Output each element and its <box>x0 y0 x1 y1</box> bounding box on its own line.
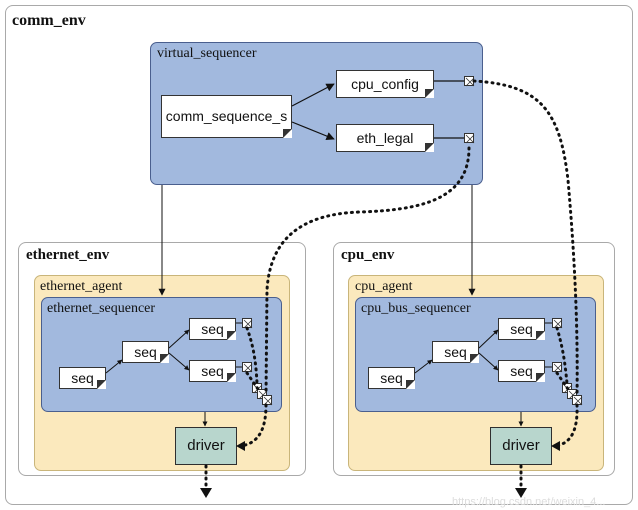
ethernet-seq-top-note: seq <box>189 318 236 340</box>
note-fold <box>227 331 236 340</box>
ethernet-seq-mid-note: seq <box>122 341 169 363</box>
watermark: https://blog.csdn.net/weixin_4... <box>452 496 606 508</box>
note-fold <box>536 373 545 382</box>
note-fold <box>160 354 169 363</box>
note-fold <box>406 380 415 389</box>
cpu-env-title: cpu_env <box>341 247 395 263</box>
note-fold <box>536 331 545 340</box>
eth-legal-note: eth_legal <box>336 124 434 152</box>
cpu-config-label: cpu_config <box>351 76 419 92</box>
cpu-seq-top-note: seq <box>498 318 545 340</box>
ethernet-seq-bottom-note: seq <box>189 360 236 382</box>
virtual-sequencer-title: virtual_sequencer <box>157 46 257 61</box>
seq-label: seq <box>134 344 157 360</box>
ethernet-driver-box: driver <box>175 427 237 465</box>
ethernet-export-port-icon <box>262 395 273 406</box>
note-fold <box>425 143 434 152</box>
comm-sequence-note: comm_sequence_s <box>161 95 292 138</box>
seq-label: seq <box>444 344 467 360</box>
cpu-agent-title: cpu_agent <box>355 279 413 294</box>
seq-label: seq <box>510 321 533 337</box>
cpu-seq-mid-note: seq <box>432 341 479 363</box>
seq-label: seq <box>71 370 94 386</box>
comm-sequence-label: comm_sequence_s <box>165 108 288 124</box>
cpu-seq-bottom-port-icon <box>552 362 563 373</box>
note-fold <box>425 89 434 98</box>
eth-legal-port-icon <box>464 133 475 144</box>
ethernet-seq-bottom-port-icon <box>242 362 253 373</box>
cpu-config-note: cpu_config <box>336 70 434 98</box>
cpu-seq-left-note: seq <box>368 367 415 389</box>
note-fold <box>470 354 479 363</box>
cpu-seq-bottom-note: seq <box>498 360 545 382</box>
note-fold <box>283 129 292 138</box>
ethernet-seq-left-note: seq <box>59 367 106 389</box>
seq-label: seq <box>201 321 224 337</box>
note-fold <box>97 380 106 389</box>
comm-env-title: comm_env <box>12 12 86 29</box>
seq-label: seq <box>510 363 533 379</box>
ethernet-env-title: ethernet_env <box>26 247 110 263</box>
seq-label: seq <box>201 363 224 379</box>
ethernet-agent-title: ethernet_agent <box>40 279 123 294</box>
eth-legal-label: eth_legal <box>356 130 414 146</box>
note-fold <box>227 373 236 382</box>
cpu-seq-top-port-icon <box>552 318 563 329</box>
ethernet-sequencer-title: ethernet_sequencer <box>47 301 156 316</box>
cpu-config-port-icon <box>464 76 475 87</box>
cpu-driver-box: driver <box>490 427 552 465</box>
seq-label: seq <box>380 370 403 386</box>
ethernet-seq-top-port-icon <box>242 318 253 329</box>
cpu-export-port-icon <box>572 395 583 406</box>
cpu-bus-sequencer-title: cpu_bus_sequencer <box>361 301 471 316</box>
